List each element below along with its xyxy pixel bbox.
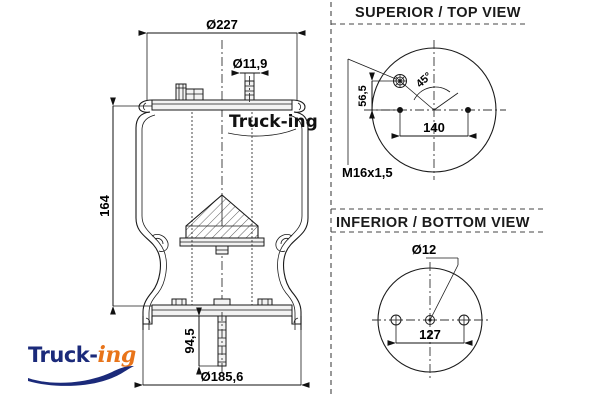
top-view-angle-ref — [433, 92, 459, 111]
dimension-140: 140 — [391, 110, 477, 139]
piston-body — [142, 112, 302, 372]
piston-cone — [179, 194, 265, 255]
brand-logo-secondary: ing — [97, 342, 136, 368]
dimension-length-94-5: 94,5 — [182, 307, 218, 375]
bottom-view-title: INFERIOR / BOTTOM VIEW — [336, 215, 530, 231]
dimension-diameter-185-6: Ø185,6 — [134, 318, 310, 388]
bottom-view-hole-right — [458, 314, 470, 326]
bottom-view-panel: INFERIOR / BOTTOM VIEW — [336, 215, 530, 378]
dimension-diameter-11-9: Ø11,9 — [231, 56, 269, 81]
dimension-label-164: 164 — [97, 194, 112, 216]
dimension-label-56-5: 56,5 — [357, 85, 369, 106]
dimension-label-140: 140 — [423, 120, 445, 135]
callout-m16: M16x1,5 — [342, 58, 397, 180]
watermark-text: Truck-ing — [229, 112, 318, 132]
dimension-label-127: 127 — [419, 327, 441, 342]
dimension-diameter-12: Ø12 — [412, 242, 459, 321]
dimension-label-11-9: Ø11,9 — [233, 56, 268, 71]
dimension-height-164: 164 — [97, 97, 152, 315]
dimension-label-12: Ø12 — [412, 242, 437, 257]
brand-logo: Truck-ing — [28, 344, 138, 388]
dimension-label-227: Ø227 — [206, 17, 238, 32]
dimension-56-5: 56,5 — [357, 72, 400, 119]
brand-logo-text: Truck-ing — [28, 344, 136, 366]
top-view-angle-arc — [413, 86, 451, 101]
bottom-view-hole-left — [390, 314, 402, 326]
dimension-diameter-227: Ø227 — [138, 17, 306, 100]
top-view-panel: SUPERIOR / TOP VIEW 45 — [342, 5, 521, 180]
dimension-127: 127 — [387, 324, 473, 346]
dimension-label-185-6: Ø185,6 — [201, 369, 244, 384]
rubber-bellows — [135, 111, 309, 330]
brand-logo-primary: Truck- — [28, 343, 98, 367]
dimension-label-94-5: 94,5 — [182, 328, 197, 353]
callout-label-m16: M16x1,5 — [342, 165, 393, 180]
brand-logo-swoosh — [28, 366, 134, 386]
top-plate-assembly — [138, 76, 306, 113]
main-cross-section-view: Ø227 Ø11,9 164 94,5 — [97, 17, 318, 388]
top-view-title: SUPERIOR / TOP VIEW — [355, 5, 521, 21]
watermark-logo: Truck-ing — [227, 112, 318, 137]
